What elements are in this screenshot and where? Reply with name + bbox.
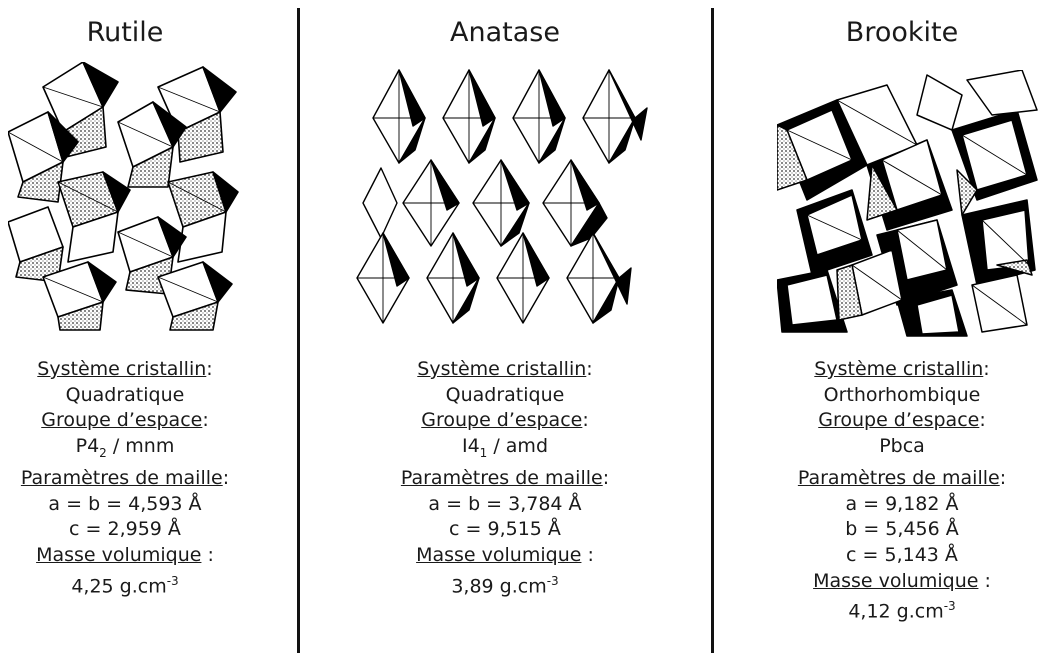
column-anatase: Anatase (345, 0, 665, 653)
crystal-system-heading: Système cristallin (814, 358, 984, 380)
column-title: Brookite (845, 17, 959, 48)
space-group-heading: Groupe d’espace (41, 409, 203, 432)
column-divider (297, 8, 300, 653)
crystal-system-heading: Système cristallin (417, 358, 587, 380)
space-group-heading: Groupe d’espace (818, 409, 980, 432)
space-group-value: P42 / mnm (75, 434, 175, 460)
properties-block: Système cristallin: Quadratique Groupe d… (0, 357, 250, 599)
column-title: Anatase (450, 17, 560, 48)
lattice-param: c = 2,959 Å (69, 518, 181, 541)
lattice-param: a = b = 4,593 Å (48, 492, 202, 515)
space-group-heading: Groupe d’espace (421, 409, 583, 432)
space-group-value: I41 / amd (461, 434, 549, 460)
rutile-octahedra-structure-icon (8, 62, 240, 332)
brookite-octahedra-structure-icon (777, 70, 1039, 338)
crystal-system-value: Quadratique (65, 383, 185, 406)
lattice-params-heading: Paramètres de maille (400, 467, 603, 490)
density-heading: Masse volumique (416, 543, 582, 566)
lattice-params-heading: Paramètres de maille (797, 467, 1000, 490)
properties-block: Système cristallin: Orthorhombique Group… (762, 357, 1042, 625)
density-value: 3,89 g.cm-3 (451, 573, 559, 597)
column-title: Rutile (86, 17, 164, 48)
lattice-param: a = b = 3,784 Å (428, 492, 582, 515)
density-heading: Masse volumique (813, 569, 979, 592)
column-divider (711, 8, 714, 653)
lattice-param: a = 9,182 Å (845, 492, 959, 515)
column-rutile: Rutile (0, 0, 250, 653)
density-value: 4,12 g.cm-3 (848, 599, 956, 623)
density-heading: Masse volumique (36, 543, 202, 566)
lattice-params-heading: Paramètres de maille (20, 467, 223, 490)
properties-block: Système cristallin: Quadratique Groupe d… (345, 357, 665, 599)
crystal-system-value: Quadratique (445, 383, 565, 406)
crystal-system-heading: Système cristallin (37, 358, 207, 380)
lattice-param: c = 5,143 Å (846, 543, 958, 566)
density-value: 4,25 g.cm-3 (71, 573, 179, 597)
column-brookite: Brookite (762, 0, 1042, 653)
lattice-param: c = 9,515 Å (449, 518, 561, 541)
lattice-param: b = 5,456 Å (845, 518, 959, 541)
crystal-system-value: Orthorhombique (823, 383, 981, 406)
anatase-octahedra-structure-icon (351, 68, 649, 330)
space-group-value: Pbca (879, 434, 925, 457)
